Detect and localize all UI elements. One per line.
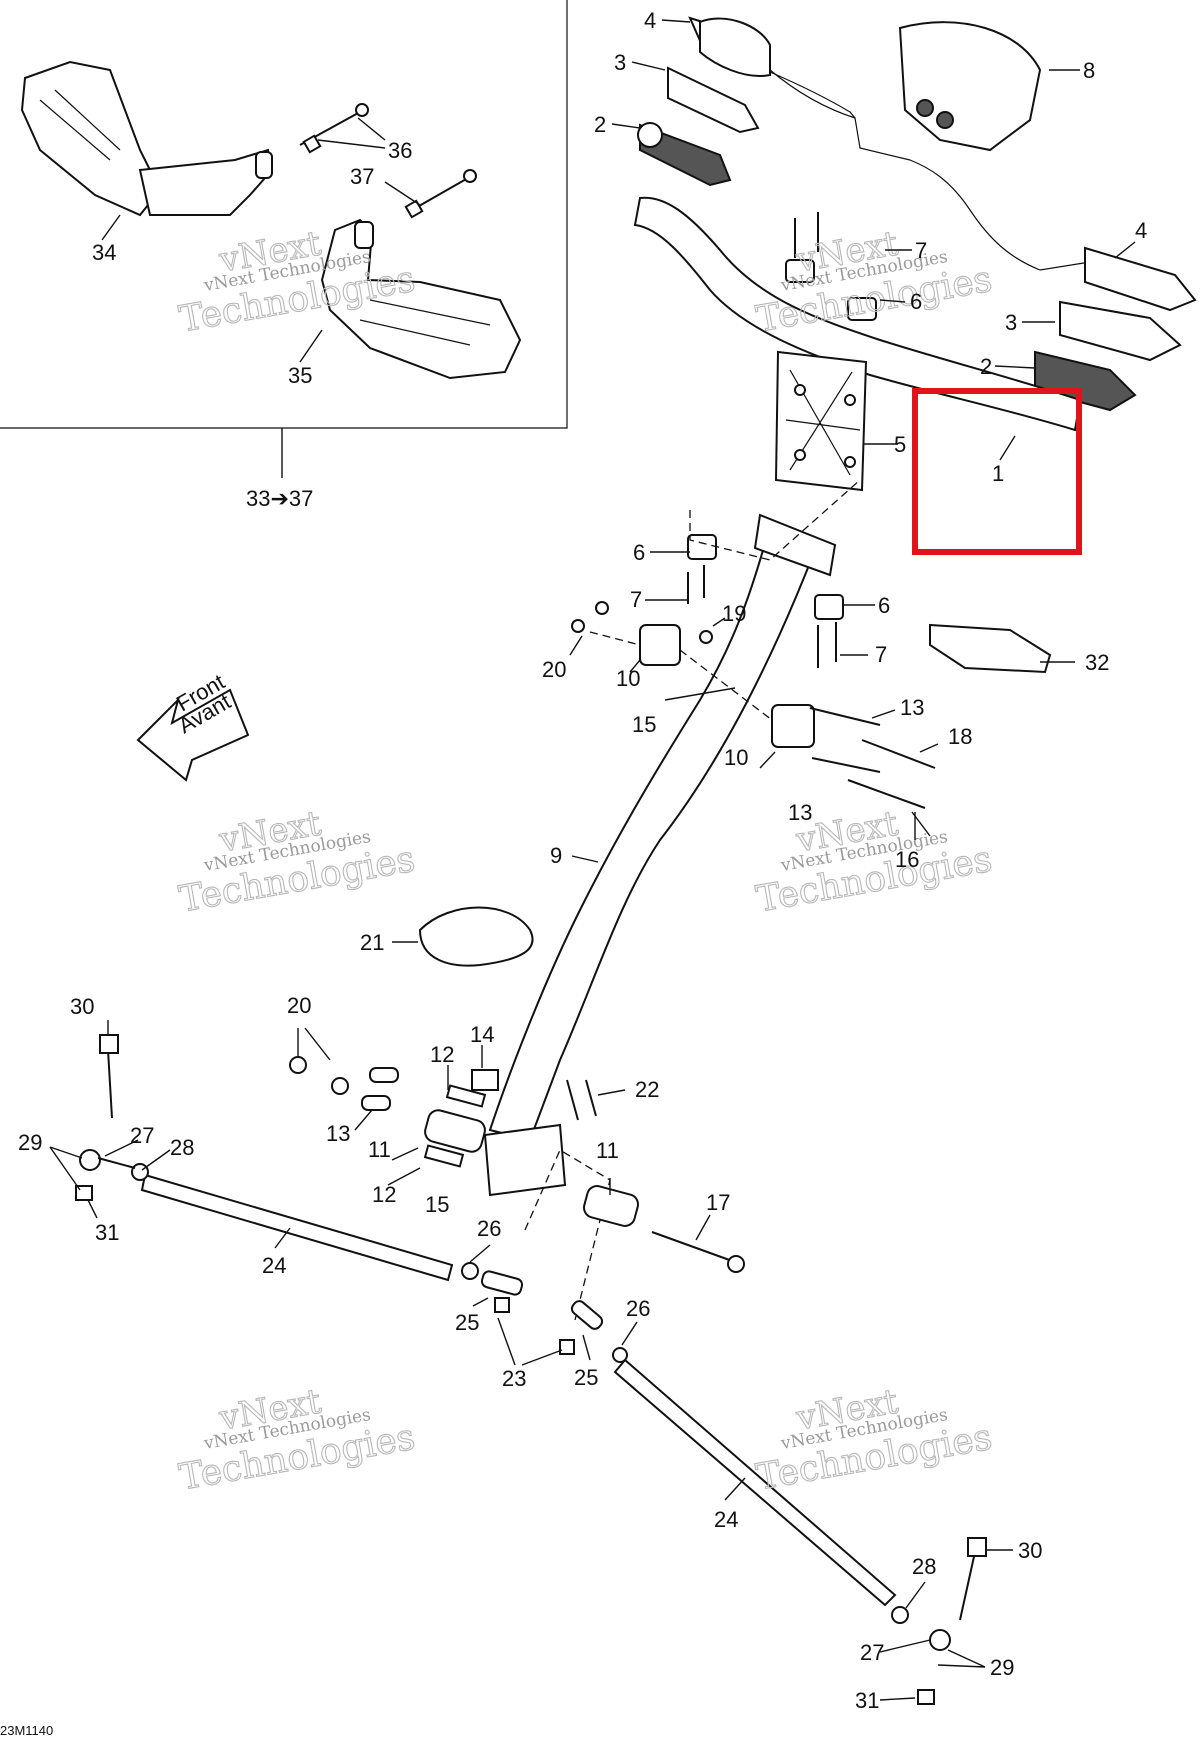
callout-31-left: 31: [95, 1220, 119, 1245]
callout-35: 35: [288, 363, 312, 388]
handguard-right: [320, 218, 522, 380]
callout-22: 22: [635, 1077, 659, 1102]
steering-column: [488, 523, 817, 1142]
handguard-hardware: [299, 103, 477, 219]
callout-2-right: 2: [980, 354, 992, 379]
left-grip-group: [637, 16, 856, 187]
callout-17: 17: [706, 1190, 730, 1215]
callout-6-top: 6: [910, 289, 922, 314]
throttle-cable: [769, 69, 1091, 271]
callout-20-upper: 20: [542, 657, 566, 682]
callout-16: 16: [895, 847, 919, 872]
callout-15-upper: 15: [632, 712, 656, 737]
callout-12-top: 12: [430, 1042, 454, 1067]
callout-21: 21: [360, 930, 384, 955]
callout-10-upper: 10: [616, 666, 640, 691]
callout-2-left: 2: [594, 112, 606, 137]
highlight-box-part-1: [912, 388, 1082, 555]
callout-31-right: 31: [855, 1688, 879, 1713]
callout-26-right: 26: [626, 1296, 650, 1321]
column-cover: [418, 906, 534, 967]
callout-6-right: 6: [878, 593, 890, 618]
watermarks: vNext vNext Technologies Technologies vN…: [176, 223, 996, 1499]
callout-28-right: 28: [912, 1554, 936, 1579]
callout-36: 36: [388, 138, 412, 163]
callout-numbers: 1 2 2 3 3 4 4 5 6 6 6 7 7 7 8 9 10 10 11…: [18, 8, 1147, 1713]
callout-29-right: 29: [990, 1655, 1014, 1680]
callout-14: 14: [470, 1022, 494, 1047]
callout-8: 8: [1083, 58, 1095, 83]
callout-3-left: 3: [614, 50, 626, 75]
callout-18: 18: [948, 724, 972, 749]
callout-24-left: 24: [262, 1253, 286, 1278]
assembly-guide-upper: [689, 479, 861, 561]
callout-25-left: 25: [455, 1310, 479, 1335]
callout-24-right: 24: [714, 1507, 738, 1532]
callout-4-left: 4: [644, 8, 656, 33]
callout-23: 23: [502, 1366, 526, 1391]
mounting-plate: [929, 623, 1052, 674]
handguard-left: [20, 60, 274, 217]
callout-30-left: 30: [70, 994, 94, 1019]
callout-13-lower: 13: [788, 800, 812, 825]
callout-7-left: 7: [630, 587, 642, 612]
document-id: 23M1140: [0, 1723, 53, 1738]
callout-11-left: 11: [368, 1137, 391, 1162]
callout-29-left: 29: [18, 1130, 42, 1155]
hand-warmer-cover: [898, 21, 1042, 152]
tie-rod-left: [75, 1034, 524, 1313]
callout-34: 34: [92, 240, 116, 265]
handguard-inset: 33➔37 34 35 36 37: [0, 0, 568, 511]
callout-19: 19: [722, 601, 746, 626]
callout-30-right: 30: [1018, 1538, 1042, 1563]
callout-15-lower: 15: [425, 1192, 449, 1217]
callout-27-right: 27: [860, 1640, 884, 1665]
column-bottom-bracket: [483, 1123, 567, 1197]
callout-13-left: 13: [326, 1121, 350, 1146]
callout-28-left: 28: [170, 1135, 194, 1160]
callout-1: 1: [992, 461, 1004, 486]
callout-10-lower: 10: [724, 745, 748, 770]
callout-3-right: 3: [1005, 310, 1017, 335]
right-grip-group: [1034, 246, 1197, 412]
callout-37: 37: [350, 164, 374, 189]
tie-rod-right: [559, 1300, 987, 1705]
callout-12-bottom: 12: [372, 1182, 396, 1207]
upper-clamps: [687, 212, 877, 668]
callout-4-right: 4: [1135, 218, 1147, 243]
assembly-guide-lower: [524, 1149, 611, 1321]
leader-lines: [49, 19, 1136, 1701]
column-bushings-lower: [289, 1056, 745, 1273]
handlebar-riser: [774, 350, 868, 492]
front-direction-arrow: Front Avant: [136, 669, 250, 782]
callout-26-left: 26: [477, 1216, 501, 1241]
callout-7-top: 7: [915, 238, 927, 263]
column-bushings-upper: [571, 601, 936, 809]
callout-11-right: 11: [596, 1138, 619, 1163]
callout-9: 9: [550, 843, 562, 868]
callout-6-left: 6: [633, 540, 645, 565]
callout-7-right: 7: [875, 642, 887, 667]
callout-20-lower: 20: [287, 993, 311, 1018]
inset-range-label: 33➔37: [246, 486, 313, 511]
handlebar: [633, 196, 1082, 432]
callout-32: 32: [1085, 650, 1109, 675]
callout-27-left: 27: [130, 1123, 154, 1148]
callout-25-right: 25: [574, 1365, 598, 1390]
column-top-bracket: [753, 513, 837, 577]
callout-5: 5: [894, 432, 906, 457]
callout-13-upper: 13: [900, 695, 924, 720]
